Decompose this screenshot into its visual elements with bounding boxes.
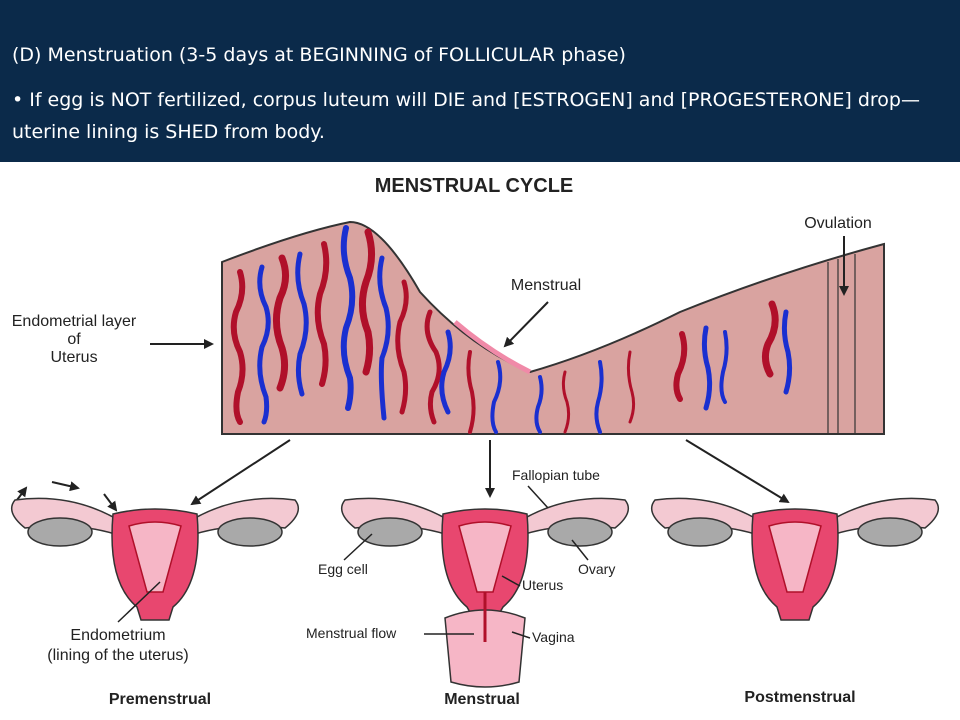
label-endometrial-1: Endometrial layer xyxy=(12,313,137,330)
line-uterus xyxy=(501,575,521,587)
label-endometrium-1: Endometrium xyxy=(70,627,165,644)
label-endometrium-2: (lining of the uterus) xyxy=(47,647,188,664)
line-egg-cell xyxy=(343,533,373,561)
slide-title: (D) Menstruation (3-5 days at BEGINNING … xyxy=(12,44,626,66)
vessels xyxy=(230,225,793,434)
line-fallopian-tube xyxy=(527,485,549,509)
label-menstrual: Menstrual xyxy=(511,277,581,294)
bullet-dot: • xyxy=(12,89,24,111)
uterus-premenstrual xyxy=(10,497,300,621)
label-endometrial-2: of xyxy=(67,331,81,348)
uterus-menstrual xyxy=(340,497,630,688)
bullet-text: If egg is NOT fertilized, corpus luteum … xyxy=(12,89,920,143)
menstrual-cycle-diagram: MENSTRUAL CYCLE Ovulation Menst xyxy=(10,175,940,708)
line-vagina xyxy=(511,631,531,639)
header-banner: (D) Menstruation (3-5 days at BEGINNING … xyxy=(0,0,960,162)
label-menstrual-flow: Menstrual flow xyxy=(306,625,397,641)
label-uterus: Uterus xyxy=(522,577,563,593)
label-fallopian-tube: Fallopian tube xyxy=(512,467,600,483)
slide-bullet: •If egg is NOT fertilized, corpus luteum… xyxy=(12,84,942,148)
arrow-menstrual xyxy=(503,301,549,348)
label-ovulation: Ovulation xyxy=(804,215,872,232)
arrow-to-premenstrual xyxy=(190,439,291,506)
label-ovary: Ovary xyxy=(578,561,615,577)
label-vagina: Vagina xyxy=(532,629,575,645)
shedding-edge xyxy=(453,320,532,375)
line-endometrium xyxy=(117,581,161,623)
arrow-to-postmenstrual xyxy=(685,439,790,504)
band-dividers xyxy=(827,254,856,434)
stage-postmenstrual: Postmenstrual xyxy=(744,689,855,706)
label-endometrial-3: Uterus xyxy=(50,349,97,366)
diagram-title: MENSTRUAL CYCLE xyxy=(375,175,574,197)
line-ovary xyxy=(571,539,589,561)
stage-premenstrual: Premenstrual xyxy=(109,691,211,708)
uterus-postmenstrual xyxy=(650,497,940,621)
label-egg-cell: Egg cell xyxy=(318,561,368,577)
stage-menstrual: Menstrual xyxy=(444,691,520,708)
